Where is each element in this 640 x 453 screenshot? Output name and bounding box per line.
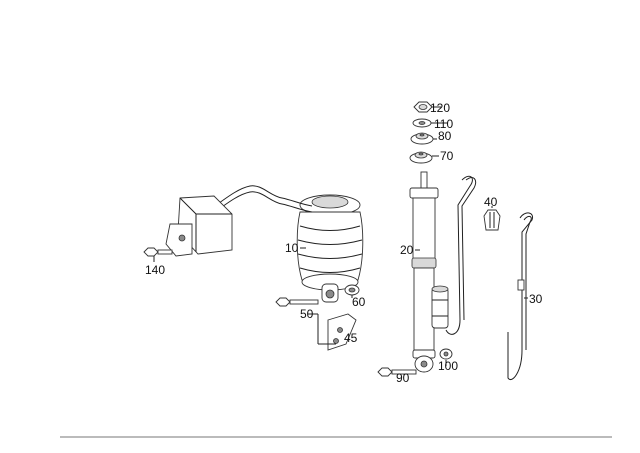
clip-40 (483, 209, 501, 231)
callout-20: 20 (400, 243, 414, 257)
callout-100: 100 (438, 359, 458, 373)
reservoir-bracket (165, 195, 233, 257)
callout-60: 60 (352, 295, 366, 309)
callout-90: 90 (396, 371, 410, 385)
bump-stop (431, 285, 449, 329)
washer-110 (412, 118, 432, 128)
callout-40: 40 (484, 195, 498, 209)
bolt-140 (143, 247, 173, 257)
mount-80 (410, 132, 434, 145)
shock-absorber-20 (409, 171, 439, 373)
bushing-60 (344, 284, 360, 296)
bushing-100 (439, 348, 453, 360)
bolt-90 (377, 367, 417, 377)
bolt-50 (275, 297, 319, 307)
air-spring-10 (296, 194, 364, 303)
callout-50: 50 (300, 307, 314, 321)
callout-110: 110 (434, 117, 453, 131)
line-30 (507, 212, 534, 380)
callout-10: 10 (285, 241, 299, 255)
callout-45: 45 (344, 331, 358, 345)
callout-80: 80 (438, 129, 452, 143)
mount-70 (409, 151, 433, 164)
air-hose (214, 185, 313, 213)
callout-70: 70 (440, 149, 454, 163)
callout-30: 30 (529, 292, 543, 306)
sensor-cable (445, 175, 477, 335)
bracket-45 (327, 313, 357, 351)
callout-120: 120 (430, 101, 450, 115)
callout-140: 140 (145, 263, 165, 277)
